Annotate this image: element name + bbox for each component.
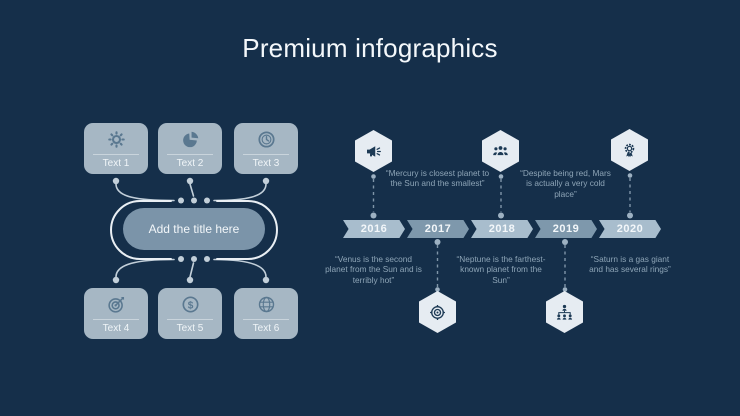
page-title[interactable]: Premium infographics	[242, 33, 498, 63]
box-label: Text 5	[176, 323, 204, 334]
year-banner-2020[interactable]: 2020	[599, 220, 661, 238]
year-label: 2019	[552, 223, 580, 235]
year-label: 2017	[424, 223, 452, 235]
box-label: Text 6	[252, 323, 280, 334]
divider	[243, 319, 289, 320]
divider	[93, 154, 139, 155]
megaphone-icon	[364, 142, 383, 161]
target-icon	[428, 303, 447, 322]
text-box-4[interactable]: Text 4	[84, 288, 148, 339]
award-badge-icon	[620, 141, 639, 160]
hexagon-2020[interactable]	[611, 129, 648, 171]
hexagon-2017[interactable]	[419, 291, 456, 333]
box-label: Text 3	[252, 158, 280, 169]
globe-icon	[234, 292, 298, 316]
year-banner-2018[interactable]: 2018	[471, 220, 533, 238]
hierarchy-icon	[555, 303, 574, 322]
quote-2019[interactable]: “Despite being red, Mars is actually a v…	[520, 168, 611, 199]
clock-icon	[234, 127, 298, 151]
year-banner-2016[interactable]: 2016	[343, 220, 405, 238]
year-banner-2019[interactable]: 2019	[535, 220, 597, 238]
text-box-5[interactable]: $ Text 5	[158, 288, 222, 339]
hexagon-2016[interactable]	[355, 130, 392, 172]
team-icon	[491, 142, 510, 161]
box-label: Text 2	[176, 158, 204, 169]
center-title-label: Add the title here	[148, 222, 240, 236]
divider	[93, 319, 139, 320]
hexagon-2018[interactable]	[482, 130, 519, 172]
divider	[243, 154, 289, 155]
quote-2017[interactable]: “Mercury is closest planet to the Sun an…	[385, 168, 490, 189]
year-label: 2020	[616, 223, 644, 235]
center-title-pill[interactable]: Add the title here	[123, 208, 265, 250]
year-label: 2018	[488, 223, 516, 235]
box-label: Text 4	[102, 323, 130, 334]
dollar-coin-icon: $	[158, 292, 222, 316]
year-label: 2016	[360, 223, 388, 235]
pie-chart-icon	[158, 127, 222, 151]
text-box-2[interactable]: Text 2	[158, 123, 222, 174]
text-box-1[interactable]: Text 1	[84, 123, 148, 174]
divider	[167, 154, 213, 155]
quote-2018[interactable]: “Neptune is the farthest-known planet fr…	[456, 254, 546, 285]
year-banner-2017[interactable]: 2017	[407, 220, 469, 238]
target-arrow-icon	[84, 292, 148, 316]
svg-text:$: $	[187, 300, 193, 311]
gear-icon	[84, 127, 148, 151]
box-label: Text 1	[102, 158, 130, 169]
quote-2016[interactable]: “Venus is the second planet from the Sun…	[325, 254, 422, 285]
hexagon-2019[interactable]	[546, 291, 583, 333]
quote-2020[interactable]: “Saturn is a gas giant and has several r…	[589, 254, 671, 275]
divider	[167, 319, 213, 320]
text-box-6[interactable]: Text 6	[234, 288, 298, 339]
text-box-3[interactable]: Text 3	[234, 123, 298, 174]
